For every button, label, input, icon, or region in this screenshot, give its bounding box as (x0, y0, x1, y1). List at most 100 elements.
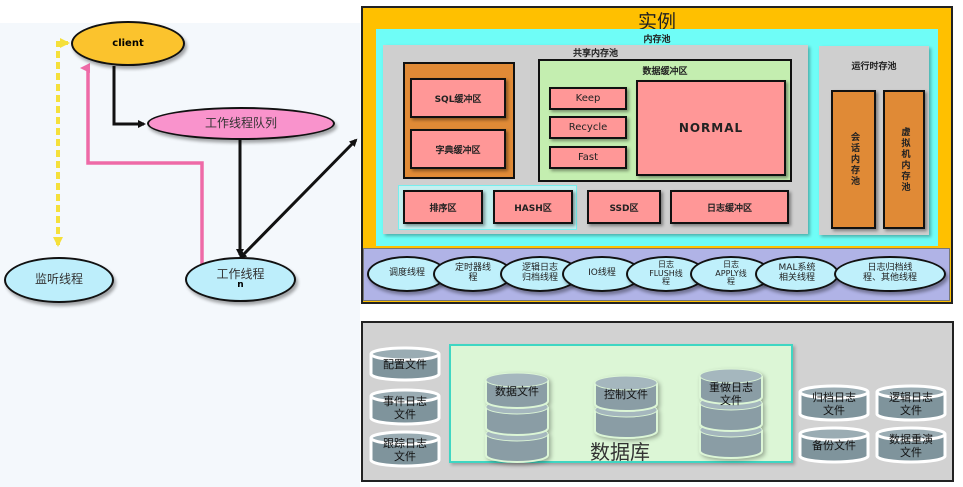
log-buffer-label: 日志缓冲区 (706, 203, 752, 214)
shared-memory-pool-title: 共享内存池 (572, 49, 618, 59)
client-node: client (71, 21, 185, 66)
worker-thread-node: 工作线程 n (185, 257, 296, 302)
ssd-area-label: SSD区 (609, 203, 639, 214)
thread-label: 调度线程 (388, 268, 425, 279)
thread-label: 日志 (723, 259, 739, 269)
thread-label: 相关线程 (778, 273, 815, 283)
file-label: 文件 (394, 449, 416, 463)
data-buffer-title: 数据缓冲区 (642, 67, 688, 77)
listener-thread-node: 监听线程 (4, 257, 114, 303)
fast-label: Fast (577, 152, 599, 163)
vm-memory-pool: 虚拟机内存池 (883, 90, 925, 229)
client-label: client (112, 38, 144, 49)
database-cylinder-icon (485, 372, 549, 463)
dict-buffer: 字典缓冲区 (410, 129, 506, 169)
fast-buffer: Fast (549, 146, 627, 169)
file-label: 事件日志 (383, 395, 427, 408)
thread-label: IO线程 (588, 268, 616, 279)
file-label: 文件 (900, 445, 922, 459)
data-cylinder: 控制文件 (593, 375, 659, 441)
keep-buffer: Keep (549, 87, 627, 110)
thread-label: 定时器线 (454, 263, 491, 274)
normal-label: NORMAL (678, 121, 744, 135)
listener-thread-label: 监听线程 (34, 272, 83, 287)
hash-area: HASH区 (493, 190, 573, 224)
worker-queue-label: 工作线程队列 (204, 115, 277, 130)
file-cylinder: 跟踪日志文件 (368, 430, 442, 468)
thread-label: 程 (727, 277, 735, 287)
worker-to-client-arrow (80, 63, 204, 267)
session-memory-pool: 会话内存池 (831, 90, 876, 229)
session-memory-pool-label: 会话内存池 (849, 132, 859, 187)
thread-label: 程、其他线程 (862, 273, 917, 283)
worker-thread-label: 工作线程 (216, 266, 265, 281)
cylinder-icon (798, 384, 870, 422)
data-cylinder: 重做日志文件 (698, 368, 764, 461)
cylinder-icon (798, 426, 870, 464)
database-cylinder-icon (699, 368, 763, 459)
sort-area: 排序区 (403, 190, 483, 224)
file-label: 控制文件 (604, 388, 648, 401)
file-label: 备份文件 (812, 439, 856, 452)
file-cylinder: 事件日志文件 (368, 388, 442, 426)
sql-buffer: SQL缓冲区 (410, 78, 506, 118)
thread-label: 日志 (658, 259, 674, 269)
sort-area-label: 排序区 (429, 203, 457, 214)
memory-pool-title: 内存池 (643, 35, 671, 45)
cylinder-icon (369, 346, 441, 382)
file-label: 文件 (823, 403, 845, 417)
cylinder-icon (369, 430, 441, 468)
file-label: 跟踪日志 (383, 437, 427, 450)
thread-label: 归档线程 (521, 273, 558, 283)
file-label: 重做日志 (709, 381, 753, 394)
thread-label: 程 (662, 277, 670, 287)
database-title: 数据库 (590, 440, 650, 464)
sql-buffer-label: SQL缓冲区 (434, 94, 482, 105)
thread-ellipse: MAL系统相关线程 (755, 256, 839, 292)
file-label: 数据重演 (889, 433, 933, 446)
listener-client-connector (53, 38, 70, 247)
thread-label: 日志归档线 (867, 263, 913, 274)
data-cylinder: 数据文件 (484, 372, 550, 465)
file-cylinder: 配置文件 (368, 346, 442, 382)
cylinder-icon (875, 384, 947, 422)
worker-queue-node: 工作线程队列 (147, 107, 335, 140)
recycle-buffer: Recycle (549, 116, 627, 139)
thread-ellipse: 定时器线程 (433, 256, 513, 292)
normal-buffer: NORMAL (636, 80, 786, 176)
thread-label: APPLY线 (715, 268, 747, 278)
thread-ellipse: 调度线程 (367, 256, 447, 292)
file-label: 逻辑日志 (889, 391, 933, 404)
recycle-label: Recycle (568, 122, 608, 133)
file-cylinder: 数据重演文件 (874, 426, 948, 464)
ssd-area: SSD区 (587, 190, 661, 224)
instance-title: 实例 (637, 11, 676, 33)
file-label: 配置文件 (383, 358, 427, 371)
cylinder-icon (875, 426, 947, 464)
vm-memory-pool-label: 虚拟机内存池 (899, 126, 910, 193)
worker-instance-arrow (238, 138, 358, 260)
hash-area-label: HASH区 (514, 203, 552, 214)
file-label: 数据文件 (495, 385, 539, 398)
file-label: 文件 (394, 407, 416, 421)
thread-ellipse: 日志归档线程、其他线程 (834, 256, 946, 292)
file-label: 文件 (720, 393, 742, 407)
dict-buffer-label: 字典缓冲区 (435, 145, 481, 156)
client-to-queue-arrow (112, 66, 146, 128)
thread-label: MAL系统 (778, 263, 816, 274)
thread-label: 逻辑日志 (521, 263, 558, 274)
log-buffer: 日志缓冲区 (670, 190, 789, 224)
file-label: 文件 (900, 403, 922, 417)
file-cylinder: 归档日志文件 (797, 384, 871, 422)
keep-label: Keep (575, 93, 601, 104)
thread-label: FLUSH线 (649, 268, 683, 278)
file-cylinder: 逻辑日志文件 (874, 384, 948, 422)
cylinder-icon (369, 388, 441, 426)
file-label: 归档日志 (812, 391, 856, 404)
file-cylinder: 备份文件 (797, 426, 871, 464)
thread-label: 程 (468, 273, 478, 283)
database-cylinder-icon (594, 375, 658, 439)
runtime-pool-title: 运行时存池 (851, 62, 897, 72)
worker-thread-count: n (237, 280, 244, 291)
